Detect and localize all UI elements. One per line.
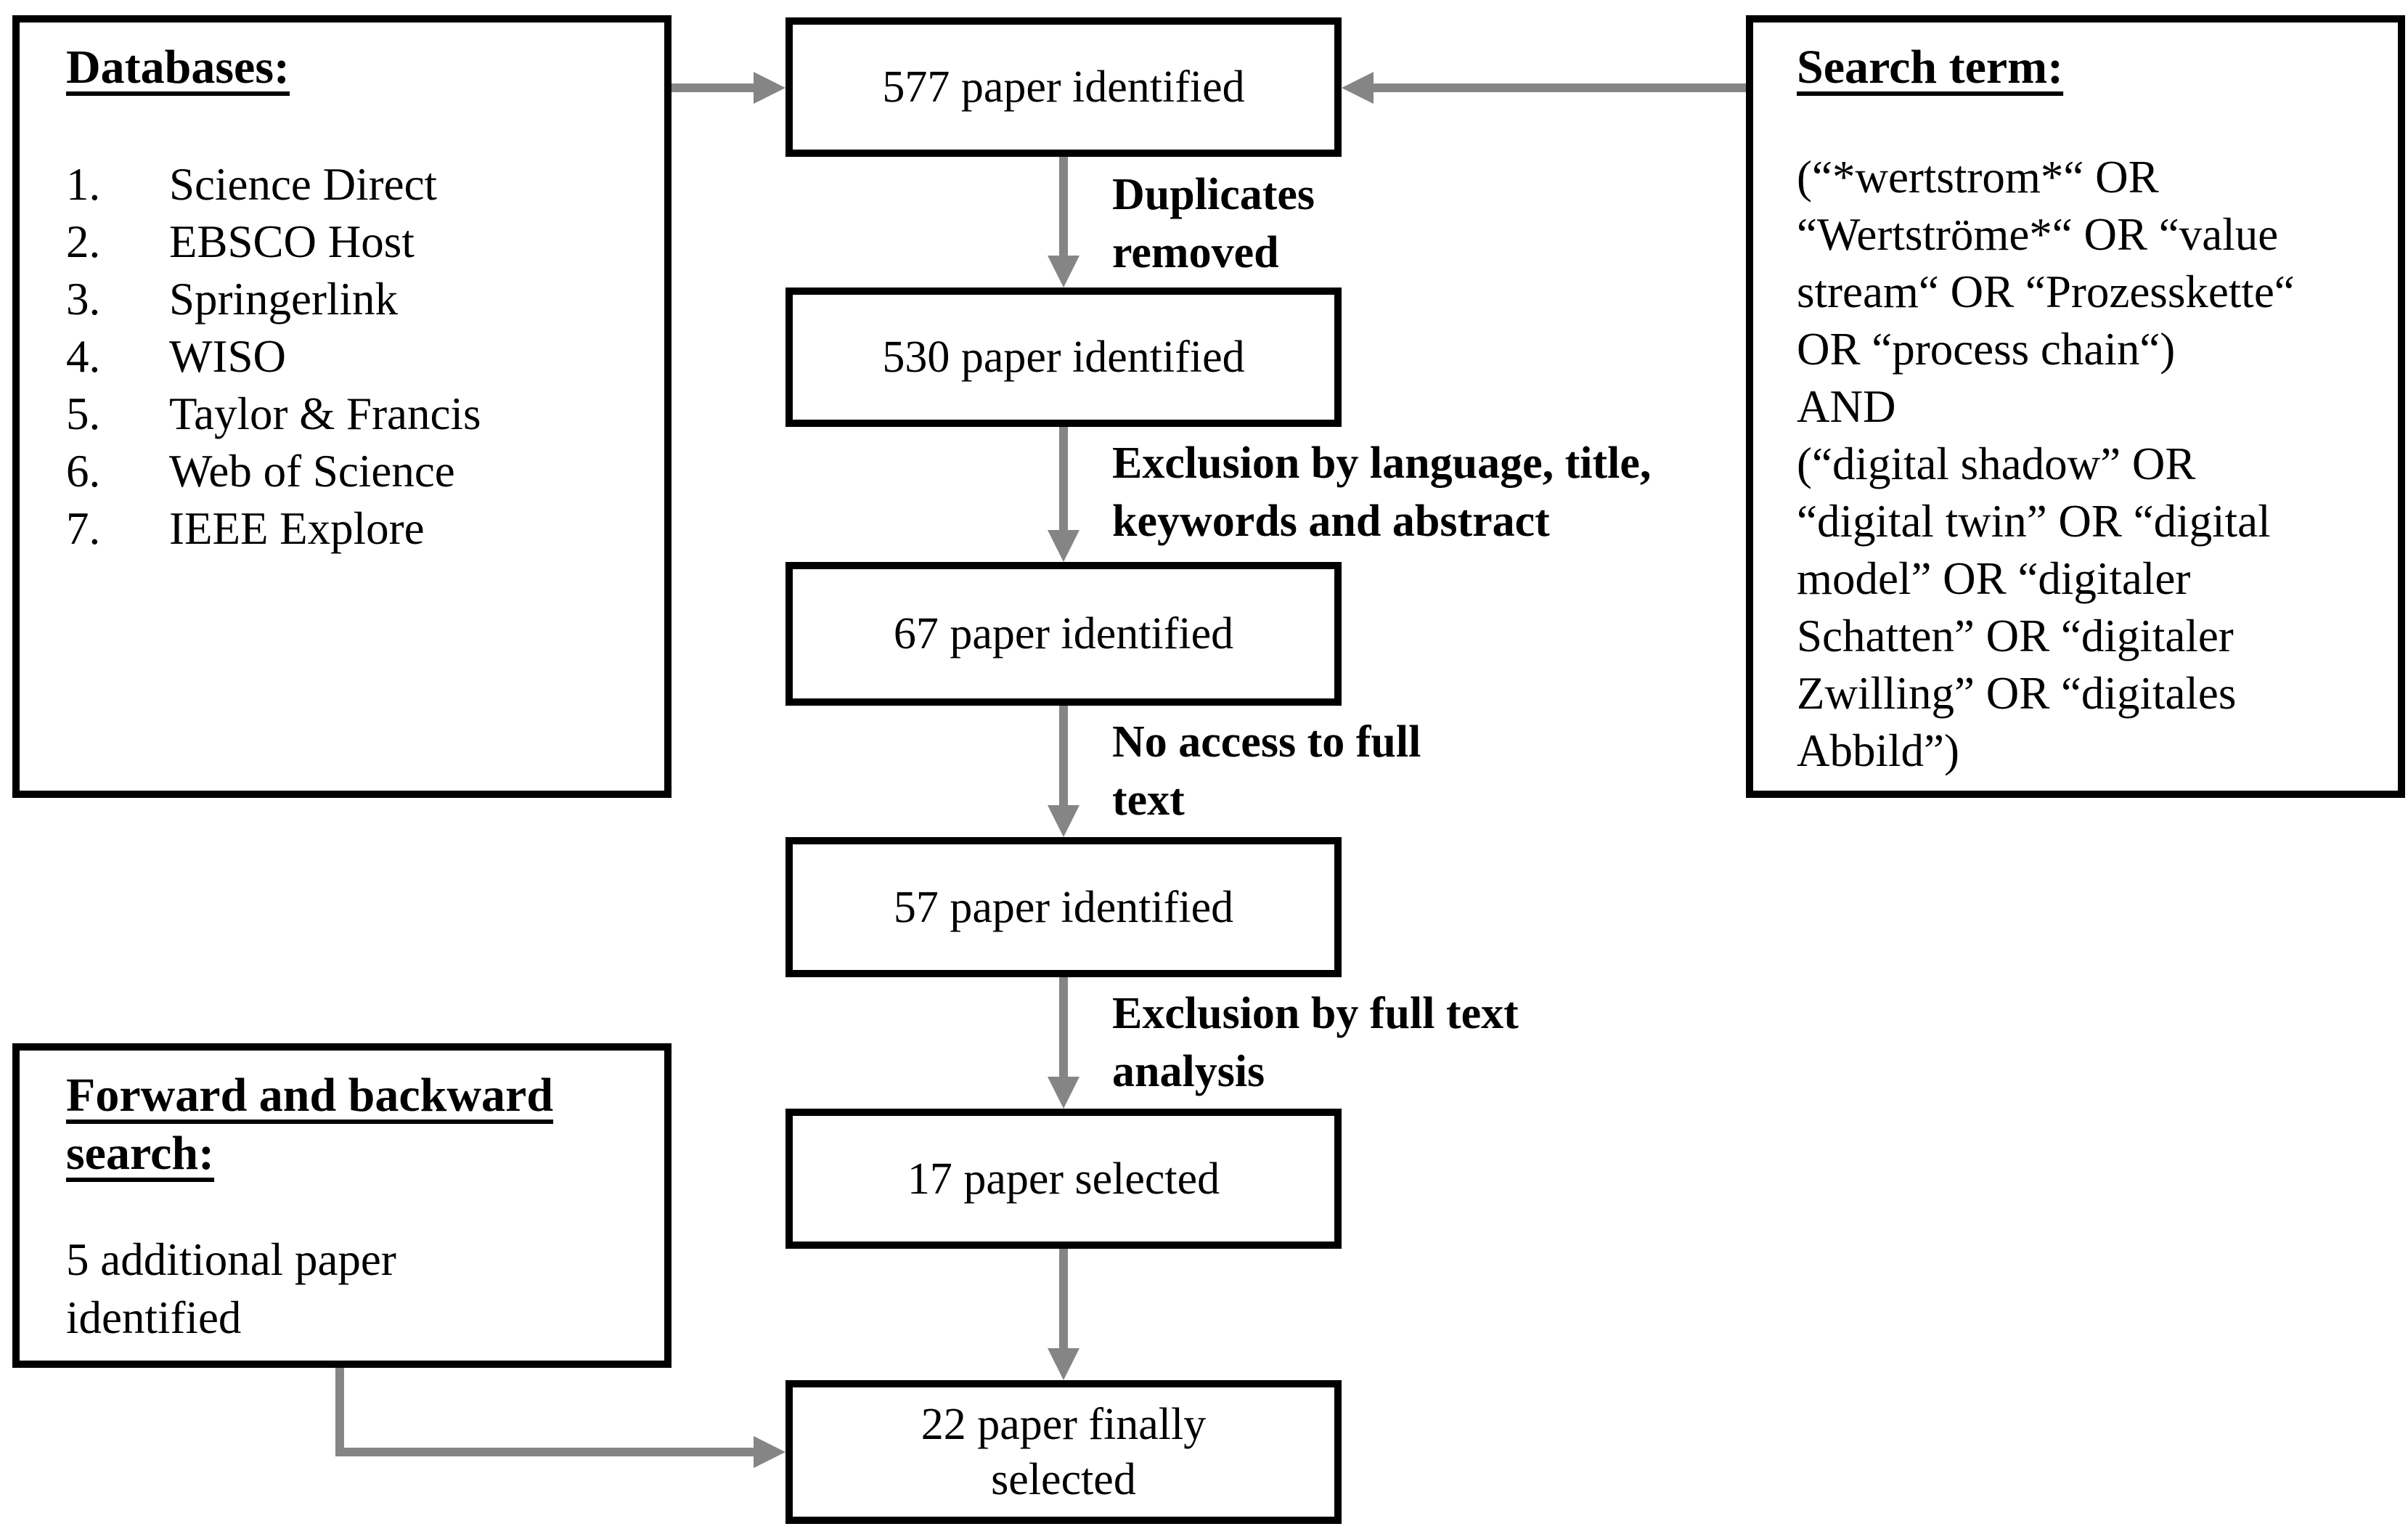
arrow-67-to-57-shaft [1059, 706, 1068, 805]
database-item-label: Taylor & Francis [169, 388, 481, 439]
database-item-number: 6. [66, 446, 101, 497]
arrowhead-left-icon [1342, 72, 1374, 104]
database-item-label: Web of Science [169, 446, 455, 497]
arrow-530-to-67-shaft [1059, 427, 1068, 530]
search-term-line: stream“ OR “Prozesskette“ [1797, 266, 2295, 317]
databases-panel: Databases: 1. Science Direct 2. EBSCO Ho… [12, 15, 672, 798]
flow-box-label: 577 paper identified [882, 62, 1245, 112]
arrowhead-down-icon [1048, 805, 1079, 837]
flow-box-label: 17 paper selected [907, 1154, 1220, 1204]
arrow-databases-to-577-shaft [672, 83, 754, 92]
flow-box-label: 530 paper identified [882, 333, 1245, 382]
database-item: 5. Taylor & Francis [66, 386, 664, 443]
search-term-line: Zwilling” OR “digitales [1797, 668, 2237, 719]
search-term-line: (“*wertstrom*“ OR [1797, 152, 2159, 203]
arrow-label-duplicates-removed: Duplicates removed [1112, 166, 1315, 282]
flow-box-57-identified: 57 paper identified [785, 837, 1342, 977]
flow-box-22-finally-selected: 22 paper finally selected [785, 1380, 1342, 1524]
search-term-line: (“digital shadow” OR [1797, 439, 2196, 489]
arrow-forward-to-22-horizontal-shaft [335, 1448, 754, 1456]
arrowhead-down-icon [1048, 1348, 1079, 1380]
search-term-line: “Wertströme*“ OR “value [1797, 209, 2279, 260]
arrow-17-to-22-shaft [1059, 1249, 1068, 1348]
arrow-label-line: Duplicates [1112, 170, 1315, 219]
flow-box-17-selected: 17 paper selected [785, 1109, 1342, 1249]
arrow-label-exclusion-fulltext: Exclusion by full text analysis [1112, 984, 1519, 1101]
database-item-label: WISO [169, 331, 286, 382]
flow-box-label: 57 paper identified [893, 882, 1234, 932]
database-item: 6. Web of Science [66, 443, 664, 500]
arrow-label-line: Exclusion by language, title, [1112, 439, 1652, 488]
flow-box-577-identified: 577 paper identified [785, 17, 1342, 157]
search-term-line: Abbild”) [1797, 725, 1959, 776]
search-term-line: model” OR “digitaler [1797, 553, 2191, 604]
database-item-number: 7. [66, 503, 101, 554]
search-term-line: AND [1797, 381, 1896, 432]
arrow-label-line: keywords and abstract [1112, 497, 1550, 546]
search-term-panel: Search term: (“*wertstrom*“ OR “Wertströ… [1746, 15, 2405, 798]
databases-list: 1. Science Direct 2. EBSCO Host 3. Sprin… [66, 156, 664, 558]
databases-heading: Databases: [66, 41, 290, 94]
search-term-query: (“*wertstrom*“ OR “Wertströme*“ OR “valu… [1797, 149, 2398, 780]
forward-backward-body-line2: identified [66, 1292, 242, 1343]
database-item: 7. IEEE Explore [66, 500, 664, 558]
database-item-number: 4. [66, 331, 101, 382]
arrowhead-down-icon [1048, 256, 1079, 288]
arrow-label-exclusion-language: Exclusion by language, title, keywords a… [1112, 434, 1651, 550]
database-item: 4. WISO [66, 328, 664, 386]
flow-box-label: 67 paper identified [893, 609, 1234, 659]
arrow-577-to-530-shaft [1059, 157, 1068, 256]
forward-backward-heading-line2: search: [66, 1127, 215, 1180]
arrow-label-line: Exclusion by full text [1112, 989, 1519, 1038]
arrow-forward-to-22-vertical-shaft [335, 1368, 344, 1456]
database-item-number: 3. [66, 274, 101, 325]
forward-backward-heading-line1: Forward and backward [66, 1069, 554, 1122]
arrowhead-right-icon [754, 1436, 785, 1468]
database-item-label: EBSCO Host [169, 216, 415, 267]
search-term-heading: Search term: [1797, 41, 2064, 94]
flow-box-67-identified: 67 paper identified [785, 562, 1342, 706]
forward-backward-panel: Forward and backward search: 5 additiona… [12, 1043, 672, 1368]
arrow-label-line: No access to full [1112, 717, 1421, 767]
arrow-57-to-17-shaft [1059, 977, 1068, 1077]
database-item-number: 1. [66, 159, 101, 210]
flow-box-label: 22 paper finally selected [921, 1400, 1207, 1504]
forward-backward-body-line1: 5 additional paper [66, 1234, 396, 1285]
flow-box-530-identified: 530 paper identified [785, 288, 1342, 427]
arrow-searchterm-to-577-shaft [1374, 83, 1746, 92]
search-term-line: “digital twin” OR “digital [1797, 496, 2271, 547]
arrow-label-no-access: No access to full text [1112, 713, 1421, 829]
database-item: 3. Springerlink [66, 271, 664, 328]
arrowhead-down-icon [1048, 1077, 1079, 1109]
database-item-label: Springerlink [169, 274, 398, 325]
arrow-label-line: removed [1112, 228, 1279, 277]
search-term-line: OR “process chain“) [1797, 324, 2176, 375]
arrow-label-line: analysis [1112, 1047, 1265, 1096]
database-item-label: IEEE Explore [169, 503, 425, 554]
arrowhead-down-icon [1048, 530, 1079, 562]
arrow-label-line: text [1112, 775, 1185, 825]
database-item-number: 2. [66, 216, 101, 267]
arrowhead-right-icon [754, 72, 785, 104]
search-term-line: Schatten” OR “digitaler [1797, 611, 2234, 661]
forward-backward-body: 5 additional paper identified [66, 1231, 664, 1347]
database-item: 1. Science Direct [66, 156, 664, 213]
database-item-label: Science Direct [169, 159, 438, 210]
database-item: 2. EBSCO Host [66, 213, 664, 271]
database-item-number: 5. [66, 388, 101, 439]
